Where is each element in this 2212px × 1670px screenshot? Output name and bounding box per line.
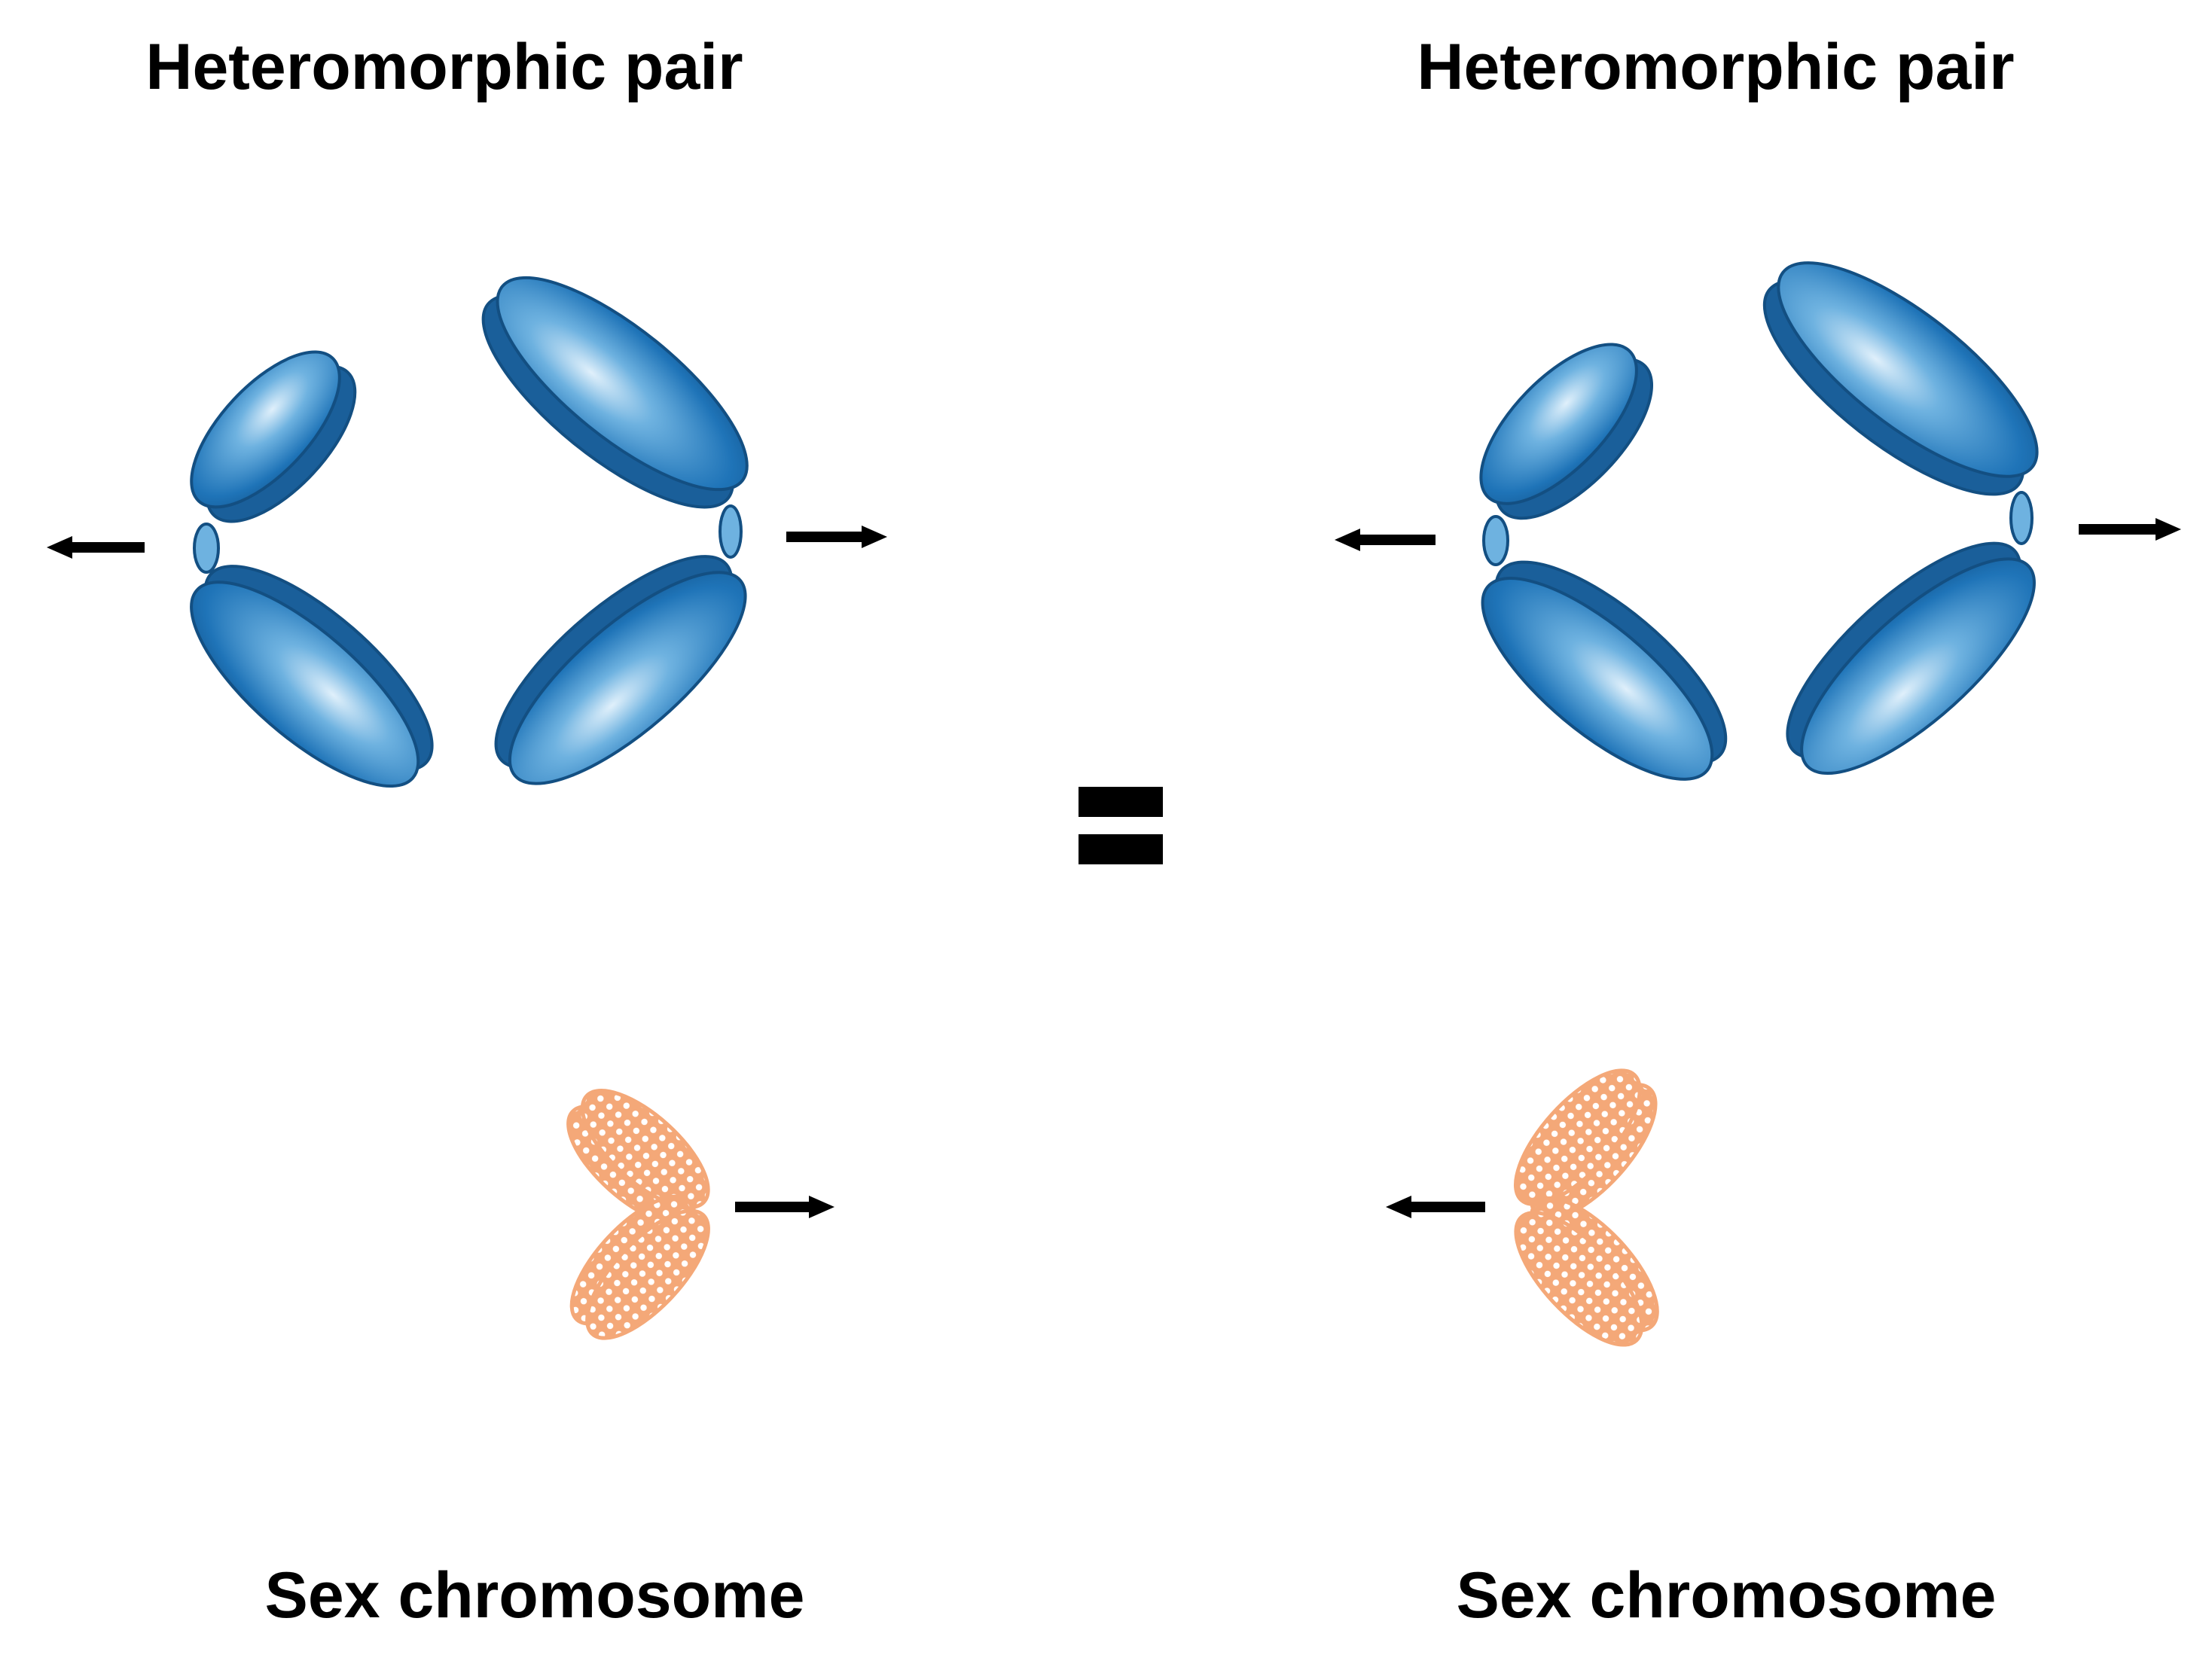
arrow-icon xyxy=(2079,518,2181,541)
sex-chromosome-icon xyxy=(1513,1068,1659,1347)
arrow-icon xyxy=(1335,529,1436,551)
label-heteromorphic-pair-left: Heteromorphic pair xyxy=(145,31,743,103)
chromosome-icon xyxy=(190,350,434,788)
arrow-icon xyxy=(786,526,887,548)
equals-sign xyxy=(1079,787,1163,864)
chromosome-icon xyxy=(1479,343,1728,781)
arrow-icon xyxy=(47,536,145,559)
sex-chromosome-icon xyxy=(566,1089,710,1340)
label-heteromorphic-pair-right: Heteromorphic pair xyxy=(1417,31,2014,103)
chromosome-icon xyxy=(481,276,749,785)
arrow-icon xyxy=(735,1196,834,1218)
label-sex-chromosome-right: Sex chromosome xyxy=(1457,1559,1997,1632)
arrow-icon xyxy=(1386,1196,1485,1218)
label-sex-chromosome-left: Sex chromosome xyxy=(265,1559,805,1632)
chromosome-icon xyxy=(1762,261,2039,776)
